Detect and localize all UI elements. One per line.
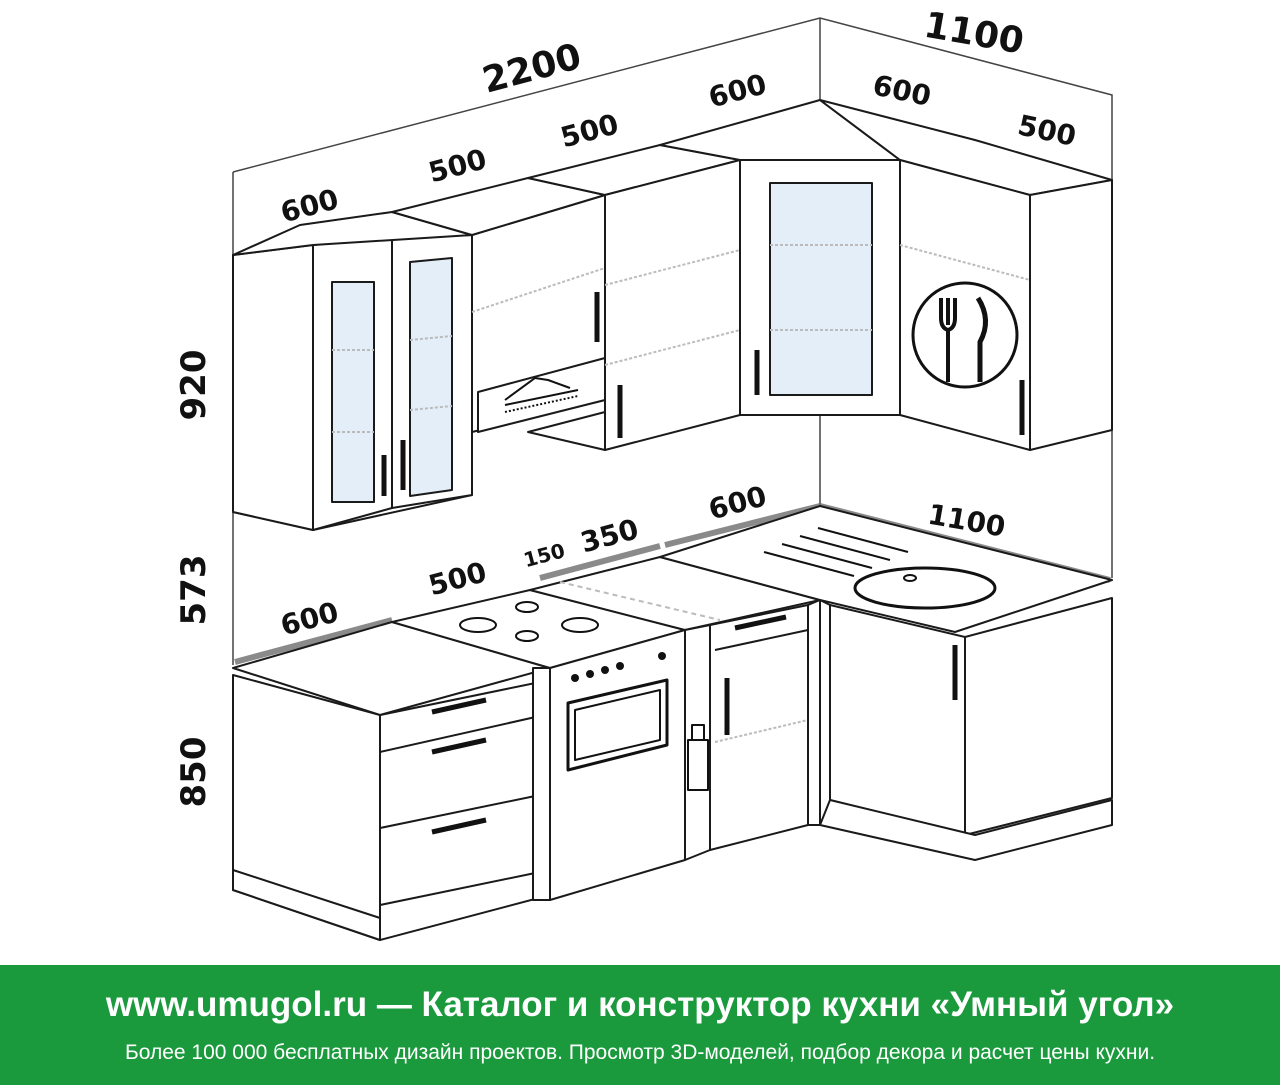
drainer-lines <box>763 527 909 577</box>
plate-fork-knife-icon <box>911 281 1019 389</box>
dim-total-straight: 2200 <box>478 36 585 102</box>
upper-cabinet-hood <box>391 177 606 433</box>
dim-total-corner: 1100 <box>921 5 1027 63</box>
dim-height-apron: 573 <box>174 555 214 626</box>
upper-cabinet-3 <box>527 144 741 451</box>
dim-upper-4: 600 <box>705 67 770 114</box>
dim-upper-2: 500 <box>425 142 490 189</box>
dim-upper-6: 500 <box>1015 108 1079 152</box>
range-hood-icon <box>504 377 579 413</box>
gas-burner-icon <box>459 601 599 642</box>
kitchen-drawing: 2200 1100 600 500 500 600 600 500 600 50… <box>174 5 1113 941</box>
upper-cabinet-decor <box>819 99 1113 451</box>
banner-title[interactable]: www.umugol.ru — Каталог и конструктор ку… <box>105 985 1175 1024</box>
dim-lower-3: 150 <box>521 538 568 572</box>
promo-banner: www.umugol.ru — Каталог и конструктор ку… <box>0 965 1280 1085</box>
dim-upper-3: 500 <box>557 107 622 154</box>
oven-icon <box>566 678 669 772</box>
dim-height-lower: 850 <box>174 737 214 808</box>
gas-stove <box>391 589 686 901</box>
dim-lower-2: 500 <box>425 555 490 602</box>
bottle-icon <box>687 724 709 791</box>
dim-upper-5: 600 <box>870 68 934 112</box>
stove-knob <box>571 652 666 682</box>
upper-cabinet-glass-double <box>232 211 473 531</box>
base-cabinet-corner <box>232 505 1113 941</box>
dim-height-upper: 920 <box>174 350 214 421</box>
sink-icon <box>853 566 997 610</box>
banner-subtitle: Более 100 000 бесплатных дизайн проектов… <box>124 1041 1156 1064</box>
